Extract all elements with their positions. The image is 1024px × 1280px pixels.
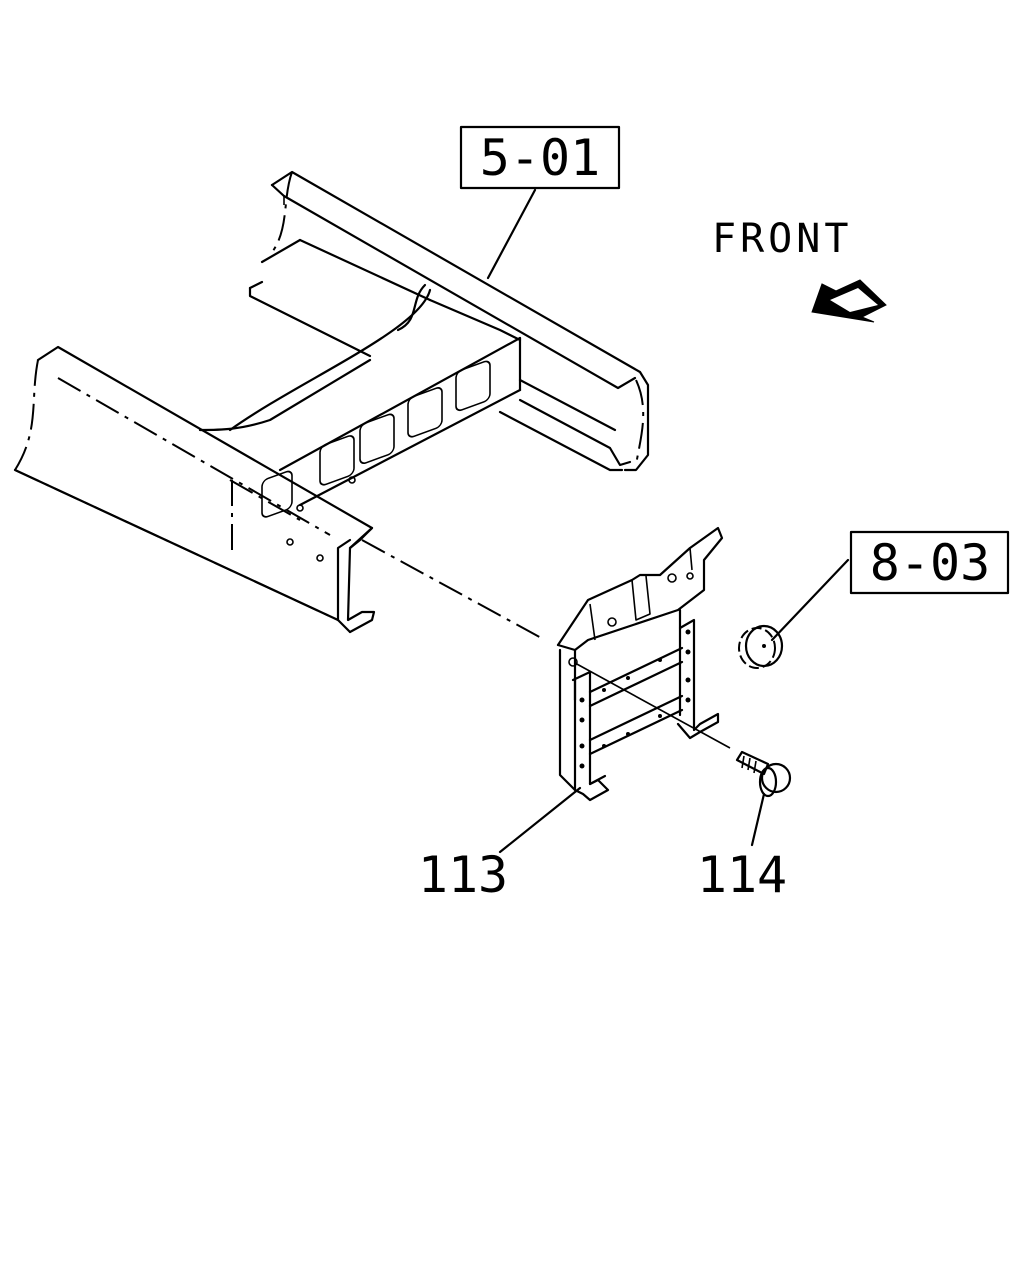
leader-8-03 (770, 558, 850, 642)
callout-box-8-03 (849, 530, 1010, 595)
leader-114 (750, 792, 766, 847)
callout-label-8-03: 8-03 (870, 534, 990, 592)
callout-8-03: 8-03 (849, 530, 1010, 595)
callout-label-5-01: 5-01 (480, 129, 600, 187)
cross-member (198, 283, 522, 518)
callout-box-5-01 (459, 125, 621, 190)
cap-nut-icon (738, 624, 784, 669)
callout-5-01: 5-01 (459, 125, 621, 190)
side-rail-far (248, 170, 650, 472)
bracket-assembly (556, 526, 731, 802)
side-rail-near (13, 345, 376, 634)
chassis-frame (13, 170, 650, 641)
mounting-line (361, 539, 546, 641)
bolt-icon (735, 750, 792, 798)
front-arrow-icon (811, 279, 887, 323)
part-label-113: 113 (418, 846, 508, 904)
front-label: FRONT (712, 216, 852, 262)
leader-5-01 (486, 188, 537, 280)
part-label-114: 114 (697, 846, 787, 904)
leader-113 (498, 786, 582, 854)
